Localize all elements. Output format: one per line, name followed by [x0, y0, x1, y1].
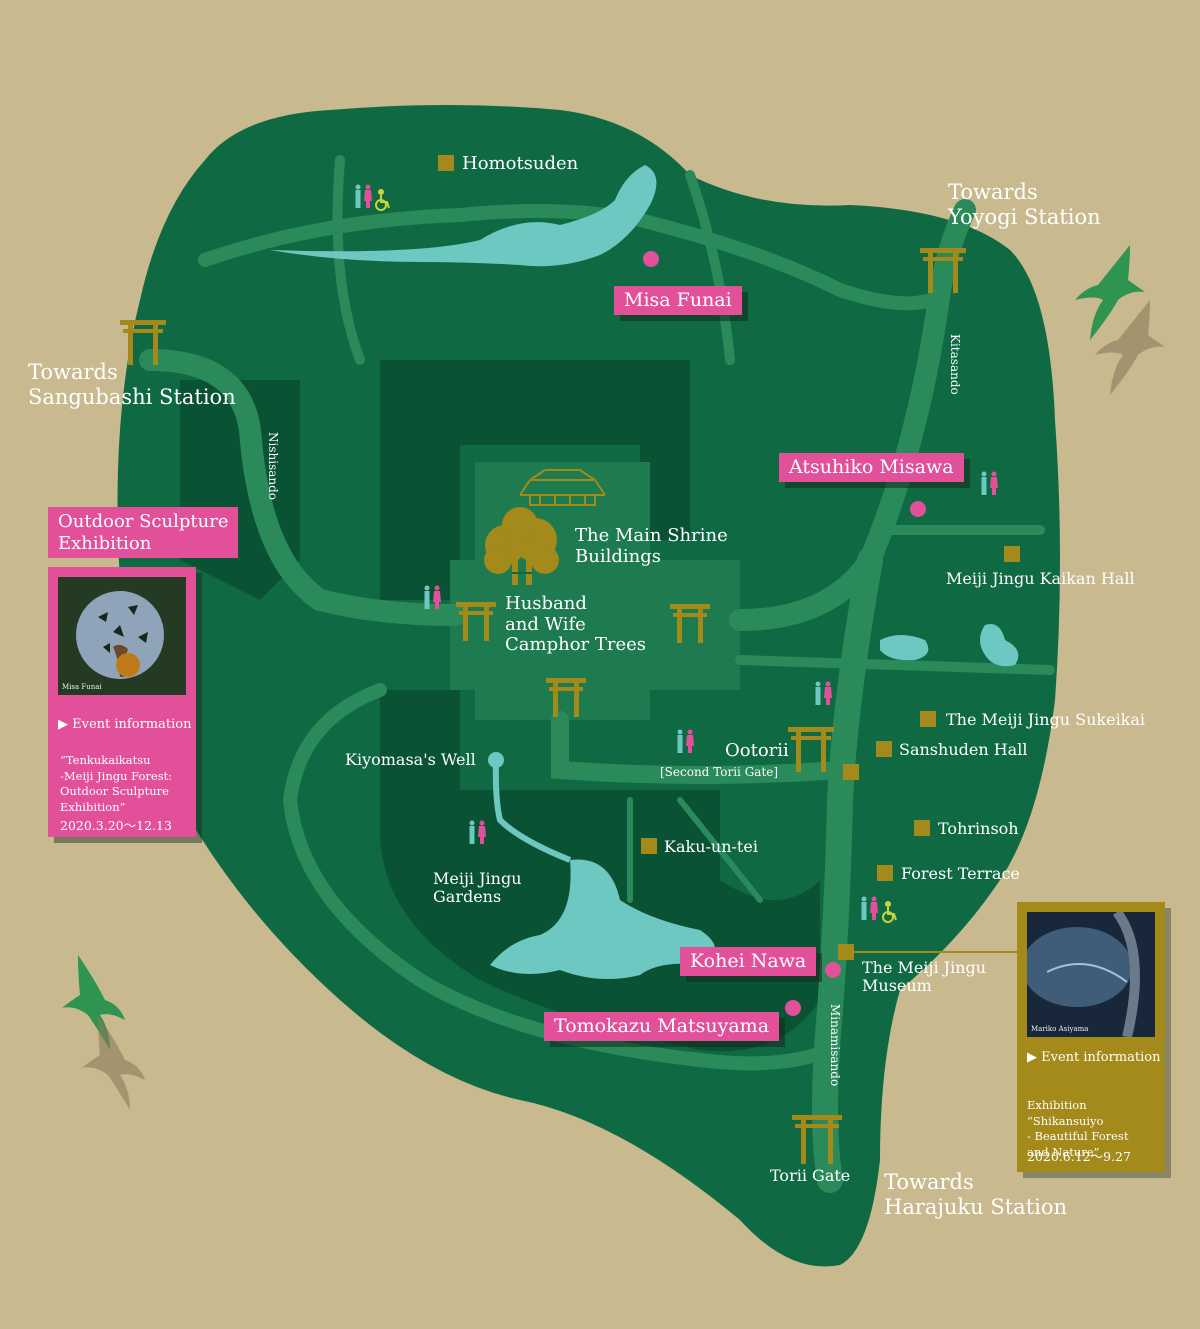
toilet-icon — [355, 184, 998, 920]
sculpture-photo-image — [58, 577, 186, 695]
main-shrine-line1: The Main Shrine — [575, 525, 728, 546]
museum-line2: Museum — [862, 976, 932, 996]
left-event-info-link[interactable]: ▶ Event information — [58, 717, 191, 732]
towards-yoyogi-line2: Yoyogi Station — [948, 205, 1101, 230]
kiyomasa-well-marker — [488, 752, 504, 768]
left-event-info-label: Event information — [72, 717, 192, 732]
inner-block-north — [380, 360, 690, 600]
ootorii-label: Ootorii — [725, 740, 789, 761]
main-shrine-label: The Main Shrine Buildings — [575, 525, 728, 567]
shrine-building-icon — [519, 469, 606, 506]
torii-icon — [120, 248, 966, 1164]
right-desc-line2: - Beautiful Forest — [1027, 1129, 1129, 1144]
sanshuden-label: Sanshuden Hall — [899, 740, 1028, 759]
museum-line1: The Meiji Jingu — [862, 958, 987, 977]
left-event-panel: Misa Funai ▶ Event information “Tenkukai… — [48, 567, 196, 837]
artist-tag-atsuhiko-misawa[interactable]: Atsuhiko Misawa — [779, 453, 964, 482]
left-desc-line1: “Tenkukaikatsu — [60, 753, 151, 767]
artist-tag-kohei-nawa[interactable]: Kohei Nawa — [680, 947, 817, 976]
play-arrow-icon: ▶ — [58, 717, 68, 732]
museum-photo-image — [1027, 912, 1155, 1037]
left-photo-credit: Misa Funai — [62, 683, 102, 691]
towards-sangubashi-line2: Sangubashi Station — [28, 385, 236, 410]
right-panel-photo: Mariko Asiyama — [1027, 912, 1155, 1037]
wheelchair-icon — [375, 189, 897, 923]
gardens-line1: Meiji Jingu — [433, 869, 522, 888]
forest-terrace-label: Forest Terrace — [901, 864, 1020, 883]
nishisando-label: Nishisando — [266, 432, 280, 501]
left-panel-title: Outdoor Sculpture Exhibition — [48, 507, 239, 559]
gardens-line2: Gardens — [433, 887, 502, 907]
camphor-line1: Husband — [505, 593, 587, 614]
pond-north — [270, 165, 657, 267]
left-panel-photo: Misa Funai — [58, 577, 186, 695]
second-torii-label: [Second Torii Gate] — [660, 765, 779, 779]
right-desc-line3: and Nature” — [1027, 1144, 1100, 1159]
kitasando-label: Kitasando — [948, 334, 962, 395]
pond-east-2 — [980, 624, 1019, 667]
kiyomasa-well-label: Kiyomasa's Well — [345, 750, 476, 769]
kaikan-hall-label: Meiji Jingu Kaikan Hall — [946, 569, 1135, 588]
bird-icon — [62, 245, 1165, 1110]
right-event-info-link[interactable]: ▶ Event information — [1027, 1050, 1160, 1065]
towards-harajuku-line1: Towards — [884, 1170, 974, 1194]
tohrinsoh-label: Tohrinsoh — [938, 819, 1019, 838]
right-event-description: Exhibition “Shikansuiyo - Beautiful Fore… — [1027, 1098, 1165, 1160]
camphor-tree-icon — [484, 507, 559, 585]
artist-tag-misa-funai[interactable]: Misa Funai — [614, 286, 742, 315]
right-photo-credit: Mariko Asiyama — [1031, 1025, 1089, 1033]
left-panel-title-line1: Outdoor Sculpture — [58, 511, 229, 532]
camphor-line2: and Wife — [505, 613, 586, 635]
artist-location-marker — [643, 251, 926, 1016]
sukeikai-label: The Meiji Jingu Sukeikai — [946, 710, 1146, 729]
camphor-line3: Camphor Trees — [505, 634, 647, 656]
artist-tag-tomokazu-matsuyama[interactable]: Tomokazu Matsuyama — [544, 1012, 780, 1041]
left-desc-line2: -Meiji Jingu Forest: — [60, 768, 173, 783]
right-event-info-label: Event information — [1041, 1050, 1161, 1065]
right-event-panel: Mariko Asiyama ▶ Event information Exhib… — [1017, 902, 1165, 1172]
left-event-date: 2020.3.20～12.13 — [60, 818, 172, 833]
left-desc-line4: Exhibition” — [60, 799, 126, 814]
torii-gate-label: Torii Gate — [770, 1166, 851, 1185]
camphor-trees-label: Husband and Wife Camphor Trees — [505, 593, 647, 656]
left-event-description: “Tenkukaikatsu -Meiji Jingu Forest: Outd… — [60, 753, 172, 815]
towards-sangubashi-label: Towards Sangubashi Station — [28, 360, 236, 410]
kakuuntei-label: Kaku-un-tei — [664, 837, 758, 856]
play-arrow-icon: ▶ — [1027, 1050, 1037, 1065]
pond-east-1 — [880, 635, 929, 661]
towards-yoyogi-label: Towards Yoyogi Station — [948, 180, 1101, 230]
homotsuden-label: Homotsuden — [462, 153, 579, 174]
left-desc-line3: Outdoor Sculpture — [60, 784, 169, 799]
gardens-label: Meiji Jingu Gardens — [433, 869, 522, 907]
towards-yoyogi-line1: Towards — [948, 180, 1038, 204]
left-panel-title-line2: Exhibition — [58, 532, 152, 554]
minamisando-label: Minamisando — [828, 1004, 842, 1087]
pond-garden — [490, 859, 715, 979]
towards-harajuku-line2: Harajuku Station — [884, 1195, 1068, 1220]
towards-harajuku-label: Towards Harajuku Station — [884, 1170, 1067, 1220]
stream-kiyomasa — [492, 759, 572, 863]
towards-sangubashi-line1: Towards — [28, 360, 118, 384]
museum-label: The Meiji Jingu Museum — [862, 958, 987, 996]
right-event-date: 2020.6.12～9.27 — [1027, 1149, 1131, 1164]
right-desc-line1: Exhibition “Shikansuiyo — [1027, 1098, 1104, 1128]
main-shrine-line2: Buildings — [575, 545, 661, 567]
facility-square-icon — [438, 155, 1020, 960]
